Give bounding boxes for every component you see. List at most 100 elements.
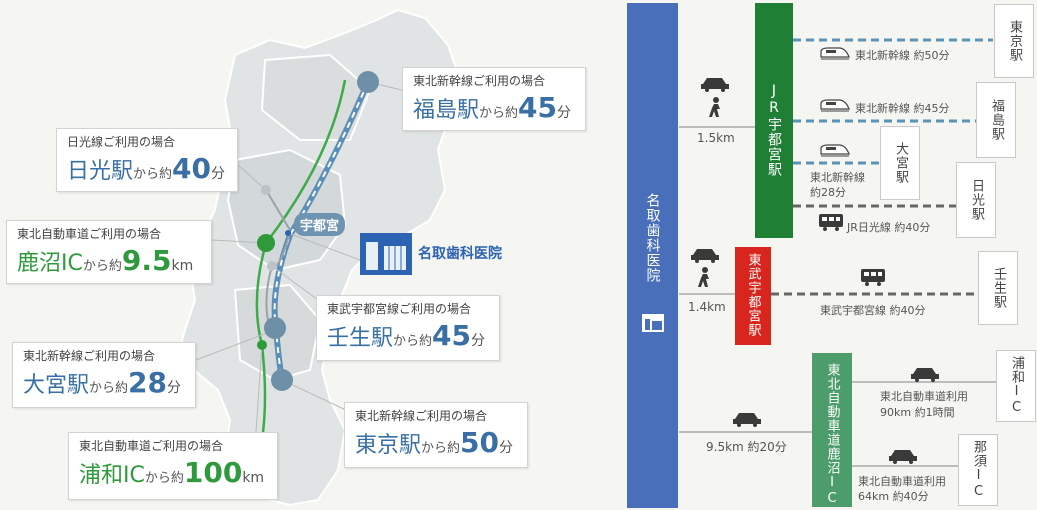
clinic-name: 名取歯科医院	[644, 193, 661, 283]
fukushima-marker	[357, 71, 379, 93]
utsunomiya-label: 宇都宮	[294, 213, 346, 236]
highway-route	[255, 79, 347, 441]
card-place: 東京駅	[355, 433, 422, 458]
card-place: 日光駅	[67, 159, 134, 184]
route-omiya-label-2: 約28分	[810, 186, 846, 199]
route-fukushima-label: 東北新幹線 約45分	[855, 102, 950, 115]
nikko-rail	[265, 189, 291, 231]
card-unit: km	[171, 258, 194, 274]
card-from: から約	[421, 441, 461, 456]
tobu-station-bar: 東武宇都宮駅	[735, 247, 771, 345]
map-region-north	[260, 53, 372, 141]
expressway-bar: 東北自動車道鹿沼IC	[812, 353, 852, 507]
car-icon	[889, 450, 917, 464]
card-unit: 分	[557, 105, 571, 121]
dest-fukushima-name: 福島駅	[989, 99, 1004, 141]
dest-urawa-name: 浦和IC	[1009, 356, 1024, 416]
route-tokyo-label: 東北新幹線 約50分	[855, 49, 950, 62]
card-from: から約	[144, 471, 184, 486]
card-from: から約	[133, 167, 173, 182]
card-unit: km	[242, 470, 265, 486]
card-caption: 東北新幹線ご利用の場合	[23, 349, 156, 363]
route-mibu-label: 東武宇都宮線 約40分	[820, 304, 926, 317]
card-nikko: 日光線ご利用の場合 日光駅から約40分	[56, 128, 238, 192]
clinic-building-icon	[360, 233, 412, 275]
region-map	[176, 8, 462, 507]
car-icon	[733, 413, 761, 427]
dest-omiya: 大宮駅	[880, 126, 920, 200]
card-caption: 東北自動車道ご利用の場合	[79, 439, 224, 453]
clinic-bar: 名取歯科医院	[627, 3, 678, 508]
car-icon	[701, 78, 729, 92]
clinic-map-label: 名取歯科医院	[418, 246, 502, 262]
dest-fukushima: 福島駅	[976, 82, 1016, 158]
utsunomiya-marker	[285, 230, 291, 236]
card-unit: 分	[499, 440, 513, 456]
nikko-marker	[261, 185, 271, 195]
car-icon	[911, 368, 939, 382]
walk-jr-distance: 1.5km	[697, 131, 735, 145]
omiya-marker	[264, 317, 286, 339]
kanuma-marker	[257, 234, 275, 252]
card-value: 50	[460, 426, 499, 459]
card-caption: 日光線ご利用の場合	[67, 135, 176, 149]
dest-nasu: 那須IC	[958, 434, 998, 506]
map-region-center	[226, 148, 347, 272]
urawa-marker	[257, 340, 267, 350]
dest-tokyo: 東京駅	[994, 4, 1034, 78]
car-icon	[691, 249, 719, 263]
card-caption: 東北自動車道ご利用の場合	[17, 227, 162, 241]
shinkansen-icon	[820, 144, 850, 157]
card-place: 壬生駅	[327, 326, 394, 351]
card-value: 100	[183, 456, 243, 489]
card-unit: 分	[167, 380, 181, 396]
dest-mibu-name: 壬生駅	[991, 267, 1006, 309]
card-from: から約	[89, 381, 129, 396]
card-value: 28	[128, 366, 167, 399]
car-ic-distance: 9.5km 約20分	[706, 440, 787, 454]
dest-omiya-name: 大宮駅	[893, 142, 908, 184]
mibu-marker	[267, 261, 277, 271]
card-caption: 東武宇都宮線ご利用の場合	[327, 302, 472, 316]
dest-nikko: 日光駅	[956, 162, 996, 238]
card-place: 福島駅	[413, 98, 480, 123]
route-omiya-label-1: 東北新幹線	[810, 171, 865, 184]
card-urawa: 東北自動車道ご利用の場合 浦和ICから約100km	[68, 432, 278, 500]
card-value: 45	[518, 91, 557, 124]
train-icon	[861, 269, 885, 286]
shinkansen-icon	[820, 99, 850, 112]
dest-mibu: 壬生駅	[978, 251, 1018, 325]
dest-nasu-name: 那須IC	[971, 440, 986, 500]
card-place: 鹿沼IC	[17, 251, 83, 276]
card-value: 9.5	[121, 244, 172, 277]
jr-station-name: JR宇都宮駅	[766, 83, 782, 177]
card-place: 浦和IC	[79, 463, 145, 488]
card-value: 40	[172, 152, 211, 185]
card-from: から約	[479, 106, 519, 121]
walk-tobu-distance: 1.4km	[688, 300, 726, 314]
card-caption: 東北新幹線ご利用の場合	[413, 74, 546, 88]
tokyo-marker	[271, 369, 293, 391]
route-nasu-label-2: 64km 約40分	[858, 490, 929, 503]
card-kanuma: 東北自動車道ご利用の場合 鹿沼ICから約9.5km	[6, 220, 212, 284]
jr-station-bar: JR宇都宮駅	[755, 3, 793, 238]
tobu-station-name: 東武宇都宮駅	[745, 253, 761, 337]
walk-icon	[709, 97, 720, 117]
card-fukushima: 東北新幹線ご利用の場合 福島駅から約45分	[402, 67, 586, 131]
route-urawa-label-2: 90km 約1時間	[880, 406, 955, 419]
card-omiya: 東北新幹線ご利用の場合 大宮駅から約28分	[12, 342, 196, 408]
dest-nikko-name: 日光駅	[969, 179, 984, 221]
route-nikko-label: JR日光線 約40分	[847, 221, 931, 234]
route-nasu-label-1: 東北自動車道利用	[858, 475, 946, 488]
card-from: から約	[393, 334, 433, 349]
clinic-building-icon	[642, 314, 664, 332]
walk-icon	[698, 267, 709, 287]
card-value: 45	[432, 319, 471, 352]
card-caption: 東北新幹線ご利用の場合	[355, 409, 488, 423]
card-mibu: 東武宇都宮線ご利用の場合 壬生駅から約45分	[316, 295, 500, 361]
card-place: 大宮駅	[23, 373, 90, 398]
shinkansen-route-dash	[273, 81, 369, 381]
card-tokyo: 東北新幹線ご利用の場合 東京駅から約50分	[344, 402, 528, 468]
train-icon	[819, 214, 843, 231]
